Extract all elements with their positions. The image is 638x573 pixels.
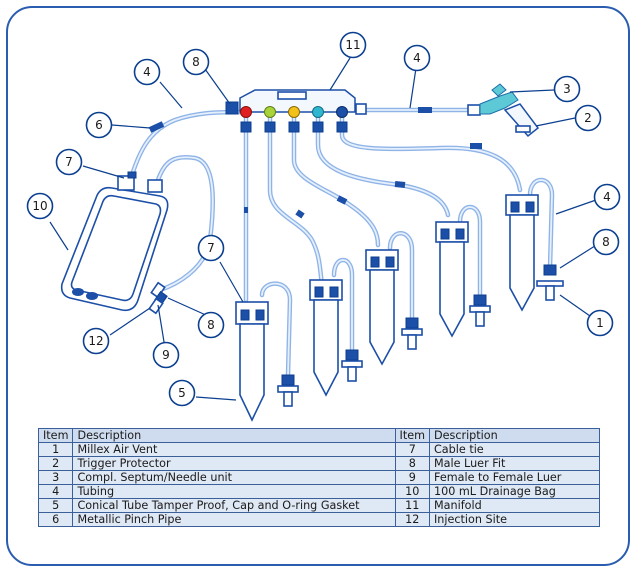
callout-7b-label: 7	[207, 241, 215, 255]
callout-9: 9	[152, 341, 180, 369]
callout-11-label: 11	[345, 38, 360, 52]
table-row: 5 Conical Tube Tamper Proof, Cap and O-r…	[37, 498, 600, 513]
item-description: Injection Site	[429, 512, 600, 527]
table-row: 4 Tubing 10 100 mL Drainage Bag	[37, 484, 600, 499]
callout-6-label: 6	[95, 118, 103, 132]
callout-8c: 8	[592, 228, 620, 256]
parts-table: Item Description Item Description 1 Mill…	[37, 428, 600, 527]
item-description: Compl. Septum/Needle unit	[72, 470, 396, 485]
item-description: Tubing	[72, 484, 396, 499]
septum-needle-unit	[467, 83, 540, 138]
header-item-left: Item	[37, 428, 74, 443]
bag-side-connector	[148, 281, 168, 315]
item-description: Cable tie	[429, 442, 600, 457]
item-number: 5	[37, 498, 74, 513]
item-number: 9	[394, 470, 431, 485]
callout-4a-label: 4	[143, 65, 151, 79]
callout-8b: 8	[197, 311, 225, 339]
callout-2: 2	[574, 104, 602, 132]
item-description: Manifold	[429, 498, 600, 513]
conical-tube	[505, 194, 539, 312]
table-row: 6 Metallic Pinch Pipe 12 Injection Site	[37, 512, 600, 527]
item-description: Male Luer Fit	[429, 456, 600, 471]
air-vents	[277, 264, 564, 407]
callout-6: 6	[85, 111, 113, 139]
air-vent	[401, 317, 423, 350]
callout-7a: 7	[55, 148, 83, 176]
air-vent	[341, 349, 363, 382]
callout-12: 12	[82, 327, 110, 355]
table-header-row: Item Description Item Description	[37, 428, 600, 443]
callout-4c-label: 4	[603, 190, 611, 204]
item-number: 1	[37, 442, 74, 457]
table-row: 3 Compl. Septum/Needle unit 9 Female to …	[37, 470, 600, 485]
callout-7a-label: 7	[65, 155, 73, 169]
header-description-left: Description	[72, 428, 396, 443]
manifold	[225, 89, 367, 133]
callout-3-label: 3	[563, 82, 571, 96]
air-vent	[469, 294, 491, 327]
item-description: Trigger Protector	[72, 456, 396, 471]
item-description: Millex Air Vent	[72, 442, 396, 457]
item-description: Conical Tube Tamper Proof, Cap and O-rin…	[72, 498, 396, 513]
red-stopcock	[240, 106, 252, 118]
conical-tube	[309, 279, 343, 397]
table-row: 1 Millex Air Vent 7 Cable tie	[37, 442, 600, 457]
callout-8c-label: 8	[602, 235, 610, 249]
table-row: 2 Trigger Protector 8 Male Luer Fit	[37, 456, 600, 471]
air-vent	[536, 264, 564, 301]
item-number: 7	[394, 442, 431, 457]
drainage-bag	[60, 171, 169, 312]
item-number: 11	[394, 498, 431, 513]
callout-3: 3	[553, 75, 581, 103]
teal-stopcock	[312, 106, 324, 118]
callout-2-label: 2	[584, 111, 592, 125]
callout-12-label: 12	[88, 334, 103, 348]
air-vent	[277, 374, 299, 407]
item-description: 100 mL Drainage Bag	[429, 484, 600, 499]
callout-8b-label: 8	[207, 318, 215, 332]
callout-7b: 7	[197, 234, 225, 262]
tubing-lines	[129, 107, 555, 378]
yellow-stopcock	[288, 106, 300, 118]
callout-5-label: 5	[178, 386, 186, 400]
item-number: 3	[37, 470, 74, 485]
conical-tube	[235, 301, 269, 422]
callout-11: 11	[339, 31, 367, 59]
item-number: 12	[394, 512, 431, 527]
callout-4b-label: 4	[413, 51, 421, 65]
header-item-right: Item	[394, 428, 431, 443]
item-number: 4	[37, 484, 74, 499]
item-description: Female to Female Luer	[429, 470, 600, 485]
callout-1-label: 1	[596, 316, 604, 330]
callout-8a: 8	[182, 48, 210, 76]
callout-9-label: 9	[162, 348, 170, 362]
callout-1: 1	[586, 309, 614, 337]
header-description-right: Description	[429, 428, 600, 443]
item-number: 10	[394, 484, 431, 499]
callout-10-label: 10	[32, 199, 47, 213]
item-number: 8	[394, 456, 431, 471]
callout-4c: 4	[593, 183, 621, 211]
callout-5: 5	[168, 379, 196, 407]
item-number: 2	[37, 456, 74, 471]
conical-tubes	[235, 194, 539, 422]
blue-stopcock	[336, 106, 348, 118]
callout-10: 10	[26, 192, 54, 220]
item-number: 6	[37, 512, 74, 527]
conical-tube	[365, 249, 399, 366]
conical-tube	[435, 221, 469, 338]
callout-4b: 4	[403, 44, 431, 72]
callout-8a-label: 8	[192, 55, 200, 69]
green-stopcock	[264, 106, 276, 118]
callout-4a: 4	[133, 58, 161, 86]
item-description: Metallic Pinch Pipe	[72, 512, 396, 527]
